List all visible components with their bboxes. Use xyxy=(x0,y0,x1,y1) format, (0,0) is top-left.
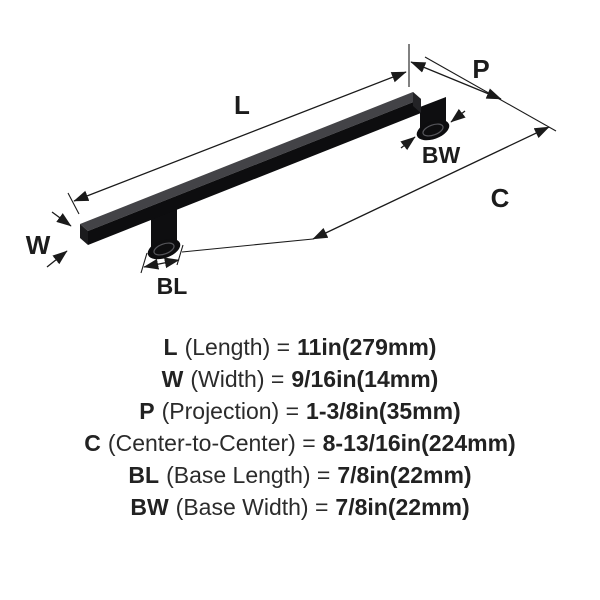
dim-label-BL: BL xyxy=(157,273,188,299)
spec-value: 7/8in(22mm) xyxy=(337,462,472,488)
spec-desc: (Base Width) = xyxy=(175,494,329,520)
dim-line-BL xyxy=(143,257,180,270)
handle-top-face xyxy=(80,92,421,231)
spec-row-projection: P (Projection) = 1-3/8in(35mm) xyxy=(139,398,460,425)
dim-arrow-BW-right xyxy=(450,108,466,123)
dim-line-P xyxy=(410,61,502,100)
spec-desc: (Projection) = xyxy=(161,398,300,424)
dimension-lines xyxy=(46,61,550,270)
spec-abbr: BW xyxy=(130,494,169,520)
spec-abbr: BL xyxy=(128,462,160,488)
dim-label-L: L xyxy=(234,90,250,120)
spec-desc: (Base Length) = xyxy=(166,462,331,488)
spec-value: 7/8in(22mm) xyxy=(335,494,470,520)
spec-abbr: W xyxy=(161,366,184,392)
spec-value: 9/16in(14mm) xyxy=(291,366,439,392)
spec-row-length: L (Length) = 11in(279mm) xyxy=(164,334,437,361)
handle-illustration xyxy=(80,92,421,245)
spec-row-base-width: BW (Base Width) = 7/8in(22mm) xyxy=(130,494,469,521)
spec-desc: (Center-to-Center) = xyxy=(107,430,316,456)
spec-abbr: P xyxy=(139,398,155,424)
dim-label-W: W xyxy=(26,230,51,260)
spec-row-width: W (Width) = 9/16in(14mm) xyxy=(162,366,439,393)
dim-label-C: C xyxy=(491,183,510,213)
spec-value: 1-3/8in(35mm) xyxy=(306,398,461,424)
spec-row-base-length: BL (Base Length) = 7/8in(22mm) xyxy=(128,462,471,489)
dim-line-L xyxy=(73,71,407,202)
dim-arrow-W-top xyxy=(51,211,72,227)
dim-arrow-W-bottom xyxy=(46,250,68,268)
spec-abbr: L xyxy=(163,334,178,360)
dim-line-C xyxy=(312,126,550,240)
spec-row-center-to-center: C (Center-to-Center) = 8-13/16in(224mm) xyxy=(84,430,515,457)
dimension-labels: L P C W BL BW xyxy=(26,54,510,299)
spec-value: 11in(279mm) xyxy=(297,334,437,360)
spec-list: L (Length) = 11in(279mm) W (Width) = 9/1… xyxy=(0,334,600,521)
dim-label-BW: BW xyxy=(422,142,461,168)
spec-value: 8-13/16in(224mm) xyxy=(322,430,516,456)
handle-left-end xyxy=(80,224,88,245)
spec-desc: (Length) = xyxy=(184,334,291,360)
dimension-diagram: L P C W BL BW xyxy=(26,44,557,299)
spec-abbr: C xyxy=(84,430,101,456)
handle-front-face xyxy=(88,99,421,245)
left-foot-rim xyxy=(153,242,175,256)
dim-label-P: P xyxy=(472,54,489,84)
spec-desc: (Width) = xyxy=(190,366,285,392)
dim-arrow-BW-left xyxy=(400,136,416,151)
